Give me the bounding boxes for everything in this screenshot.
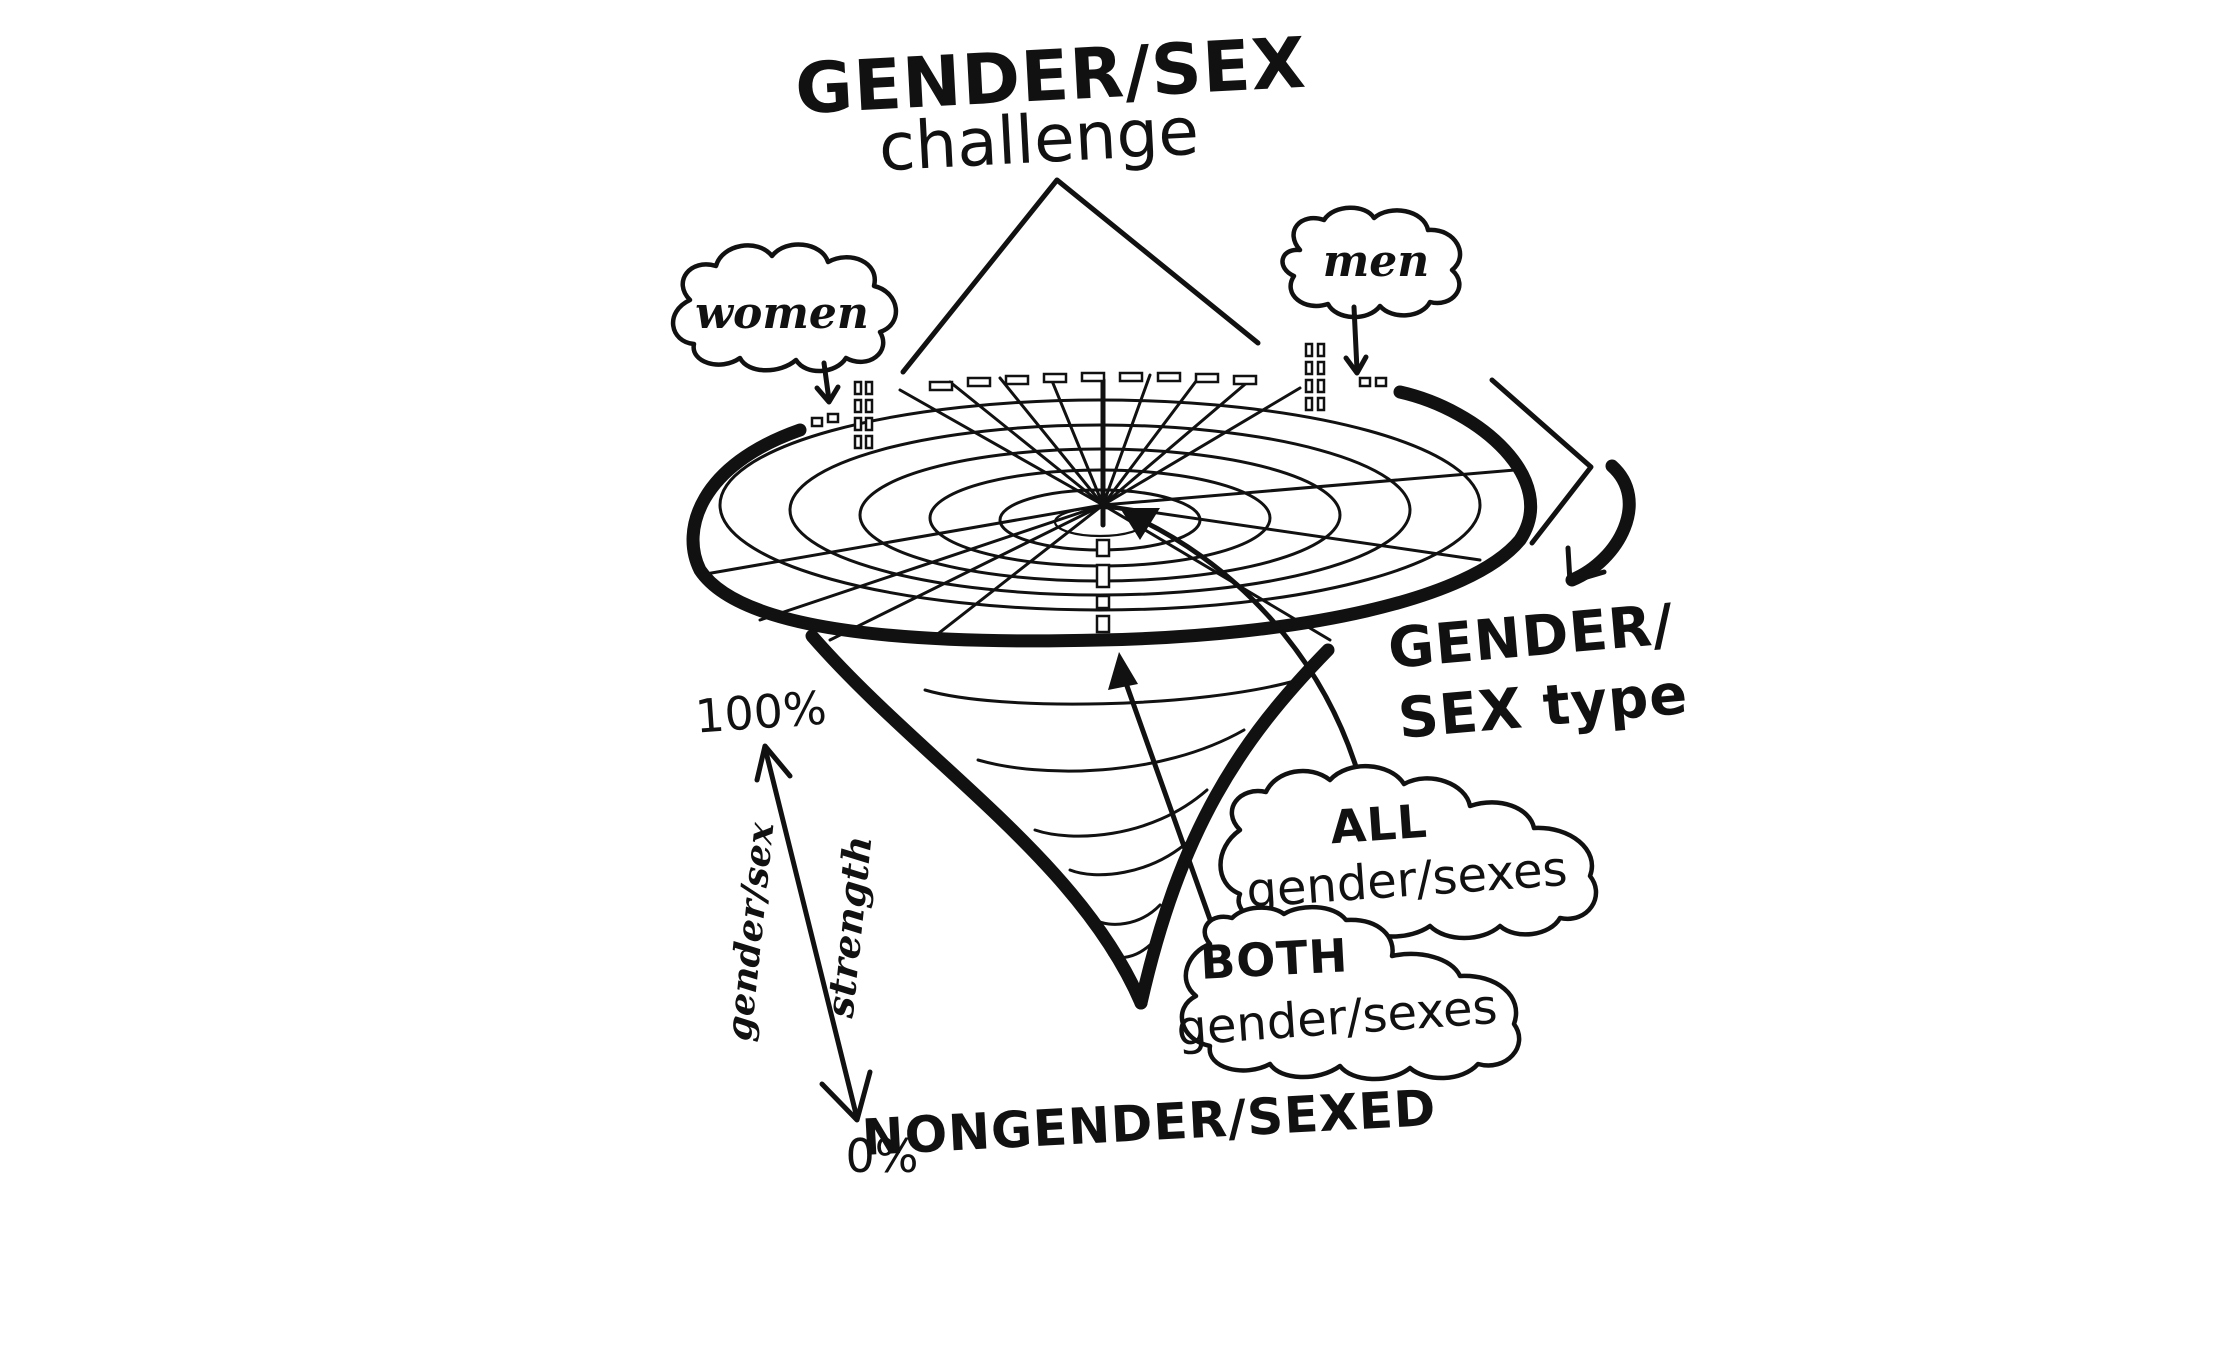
funnel-cone-rings	[923, 678, 1300, 959]
rotation-chevron	[1489, 377, 1594, 546]
scale-top-label: 100%	[693, 681, 828, 744]
cloud-all-label-1: ALL	[1329, 794, 1430, 855]
scale-arrowhead-top	[754, 743, 793, 783]
scale-axis-label-strength: strength	[817, 833, 881, 1020]
scale-axis-line	[762, 745, 860, 1121]
title-connector-lines	[900, 177, 1261, 375]
men-arrow	[1343, 304, 1369, 376]
rotation-indicator	[1489, 377, 1636, 587]
cloud-women-shape	[671, 242, 898, 374]
rotation-arrowhead	[1565, 545, 1607, 585]
scale-axis-label-gender-sex: gender/sex	[718, 820, 783, 1043]
funnel-cone-left-edge	[805, 629, 1148, 1010]
funnel-center-dashes	[1095, 538, 1111, 634]
both-arrow	[1108, 652, 1215, 928]
women-arrow	[814, 360, 841, 405]
cloud-both-shape	[1179, 904, 1522, 1082]
cloud-men-shape	[1280, 205, 1463, 320]
cloud-men-label: men	[1323, 236, 1430, 287]
cloud-all: ALL gender/sexes	[1218, 764, 1599, 941]
cloud-women: women	[671, 242, 898, 374]
rotation-arrow	[1565, 459, 1636, 587]
scale-arrowhead-bottom	[819, 1069, 873, 1123]
cloud-women-label: women	[695, 288, 869, 339]
cloud-men: men	[1280, 205, 1463, 320]
all-arrow	[1120, 508, 1361, 776]
bottom-label-nongendered: NONGENDER/SEXED	[860, 1079, 1437, 1167]
funnel-rim	[686, 385, 1538, 648]
title-challenge: challenge	[877, 93, 1201, 187]
cloud-both-label-1: BOTH	[1199, 928, 1350, 990]
scale-bottom-label: 0%	[846, 1129, 919, 1183]
cloud-both: BOTH gender/sexes	[1175, 904, 1522, 1082]
funnel-cone-right-edge	[1134, 643, 1335, 1010]
funnel	[686, 342, 1538, 1010]
stadium-seats	[810, 342, 1388, 450]
